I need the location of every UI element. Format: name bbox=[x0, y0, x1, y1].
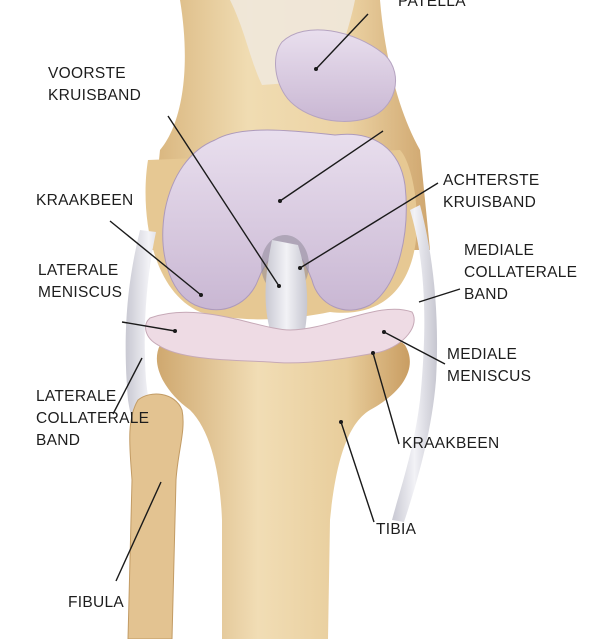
label-cartilage-tibia: KRAAKBEEN bbox=[402, 433, 499, 455]
tibia-shape bbox=[157, 336, 410, 639]
label-medial-collateral-ligament: MEDIALE COLLATERALE BAND bbox=[464, 240, 577, 306]
label-lateral-collateral-ligament: LATERALE COLLATERALE BAND bbox=[36, 386, 149, 452]
label-medial-meniscus: MEDIALE MENISCUS bbox=[447, 344, 531, 388]
label-posterior-cruciate-ligament: ACHTERSTE KRUISBAND bbox=[443, 170, 540, 214]
label-anterior-cruciate-ligament: VOORSTE KRUISBAND bbox=[48, 63, 141, 107]
label-lateral-meniscus: LATERALE MENISCUS bbox=[38, 260, 122, 304]
label-fibula: FIBULA bbox=[68, 592, 124, 614]
label-patella: PATELLA bbox=[398, 0, 466, 13]
label-tibia: TIBIA bbox=[376, 519, 416, 541]
label-cartilage-femur: KRAAKBEEN bbox=[36, 190, 133, 212]
